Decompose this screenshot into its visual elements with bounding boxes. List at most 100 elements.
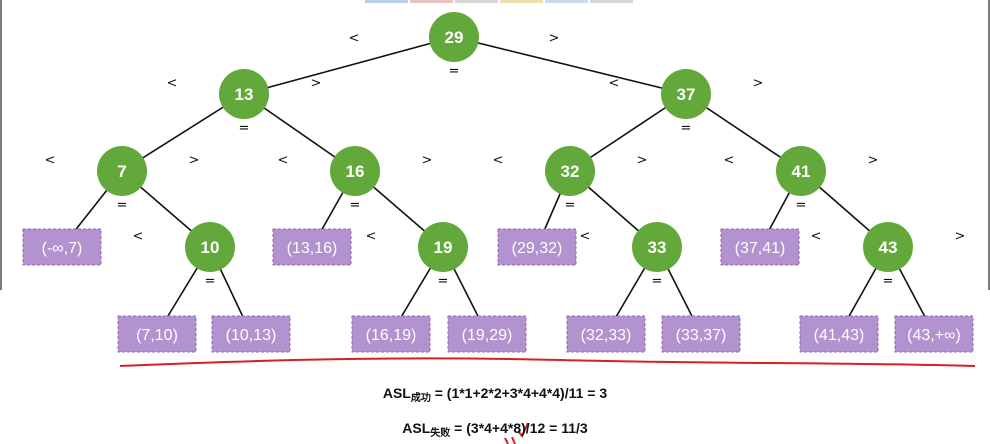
- failure-intervals: (-∞,7) (13,16) (29,32) (37,41) (7,10) (10,13)…: [22, 228, 974, 353]
- tree-node-circle: [219, 69, 269, 119]
- equal-symbol-7: =: [117, 198, 128, 213]
- interval-box-bg: [447, 315, 527, 353]
- interval-box-bg: [272, 228, 352, 266]
- less-than-symbol-13: <: [167, 76, 178, 91]
- interval-box-bg: [661, 315, 741, 353]
- equal-symbol-16: =: [350, 198, 361, 213]
- interval-box-bg: [211, 315, 291, 353]
- greater-than-symbol-37: >: [753, 76, 764, 91]
- toolbar-color-swatch: [500, 0, 543, 3]
- equal-symbol-37: =: [681, 121, 692, 136]
- tree-node-circle: [418, 222, 468, 272]
- equal-symbol-41: =: [796, 198, 807, 213]
- interval-box-i11: (41,43): [799, 315, 879, 353]
- less-than-symbol-32: <: [493, 153, 504, 168]
- interval-box-bg: [117, 315, 197, 353]
- tree-node-circle: [776, 146, 826, 196]
- tree-node-label: 37: [677, 85, 696, 104]
- tree-node-41: 41: [776, 146, 826, 196]
- interval-box-i12: (43,+∞): [894, 315, 974, 353]
- tree-nodes: 29 13 37 7 16 32 41 10 19 33 43: [97, 12, 913, 272]
- red-underline-annotation: [119, 357, 976, 367]
- equal-symbol-19: =: [438, 274, 449, 289]
- tree-node-circle: [429, 12, 479, 62]
- tree-node-label: 16: [346, 162, 365, 181]
- tree-node-label: 32: [561, 162, 580, 181]
- toolbar-color-swatch: [365, 0, 408, 3]
- asl-failure-prefix: ASL: [402, 420, 431, 436]
- toolbar-color-strip: [365, 0, 633, 3]
- equal-symbol-43: =: [883, 274, 894, 289]
- greater-than-symbol-32: >: [637, 153, 648, 168]
- interval-box-i5: (7,10): [117, 315, 197, 353]
- tree-node-label: 33: [648, 238, 667, 257]
- toolbar-color-swatch: [545, 0, 588, 3]
- asl-failure-subscript: 失败: [430, 428, 451, 439]
- less-than-symbol-29: <: [349, 31, 360, 46]
- asl-success-subscript: 成功: [410, 393, 431, 404]
- tree-node-37: 37: [661, 69, 711, 119]
- less-than-symbol-43: <: [811, 229, 822, 244]
- less-than-symbol-10: <: [133, 229, 144, 244]
- tree-node-13: 13: [219, 69, 269, 119]
- tree-edge-29-13: [243, 36, 455, 95]
- greater-than-symbol-29: >: [549, 31, 560, 46]
- interval-box-i6: (10,13): [211, 315, 291, 353]
- equal-symbol-32: =: [565, 198, 576, 213]
- tree-node-7: 7: [97, 146, 147, 196]
- greater-than-symbol-41: >: [868, 153, 879, 168]
- red-check-annotation: [504, 422, 529, 444]
- tree-edge-29-37: [453, 36, 687, 95]
- interval-label: (13,16): [287, 240, 338, 257]
- interval-box-bg: [894, 315, 974, 353]
- interval-box-i10: (33,37): [661, 315, 741, 353]
- tree-node-label: 13: [235, 85, 254, 104]
- interval-label: (19,29): [462, 327, 513, 344]
- asl-success-formula: ASL成功 = (1*1+2*2+3*4+4*4)/11 = 3: [0, 385, 990, 404]
- interval-box-i1: (-∞,7): [22, 228, 102, 266]
- interval-box-bg: [799, 315, 879, 353]
- interval-label: (33,37): [676, 327, 727, 344]
- interval-label: (41,43): [814, 327, 865, 344]
- asl-success-prefix: ASL: [382, 385, 411, 401]
- asl-failure-formula: ASL失败 = (3*4+4*8)/12 = 11/3: [0, 420, 990, 439]
- interval-box-i2: (13,16): [272, 228, 352, 266]
- less-than-symbol-16: <: [278, 153, 289, 168]
- interval-box-bg: [22, 228, 102, 266]
- interval-box-i8: (19,29): [447, 315, 527, 353]
- less-than-symbol-37: <: [609, 76, 620, 91]
- equal-symbol-13: =: [239, 121, 250, 136]
- interval-box-bg: [351, 315, 431, 353]
- tree-node-label: 10: [201, 238, 220, 257]
- less-than-symbol-33: <: [580, 229, 591, 244]
- tree-node-10: 10: [185, 222, 235, 272]
- interval-label: (16,19): [366, 327, 417, 344]
- interval-box-bg: [497, 228, 577, 266]
- interval-box-i4: (37,41): [720, 228, 800, 266]
- equal-symbol-33: =: [652, 274, 663, 289]
- tree-node-19: 19: [418, 222, 468, 272]
- greater-than-symbol-16: >: [422, 153, 433, 168]
- asl-failure-expression: = (3*4+4*8)/12 = 11/3: [450, 420, 588, 436]
- tree-node-circle: [632, 222, 682, 272]
- tree-node-16: 16: [330, 146, 380, 196]
- tree-node-43: 43: [863, 222, 913, 272]
- tree-node-circle: [185, 222, 235, 272]
- toolbar-color-swatch: [455, 0, 498, 3]
- interval-box-i9: (32,33): [566, 315, 646, 353]
- tree-node-circle: [97, 146, 147, 196]
- interval-box-i3: (29,32): [497, 228, 577, 266]
- toolbar-color-swatch: [410, 0, 453, 3]
- interval-label: (43,+∞): [907, 327, 961, 344]
- tree-node-label: 41: [792, 162, 811, 181]
- tree-node-label: 29: [445, 28, 464, 47]
- interval-label: (29,32): [512, 240, 563, 257]
- tree-node-33: 33: [632, 222, 682, 272]
- asl-success-expression: = (1*1+2*2+3*4+4*4)/11 = 3: [430, 385, 608, 401]
- tree-node-29: 29: [429, 12, 479, 62]
- window-frame-left: [0, 0, 2, 290]
- less-than-symbol-7: <: [45, 153, 56, 168]
- greater-than-symbol-13: >: [311, 76, 322, 91]
- interval-box-bg: [566, 315, 646, 353]
